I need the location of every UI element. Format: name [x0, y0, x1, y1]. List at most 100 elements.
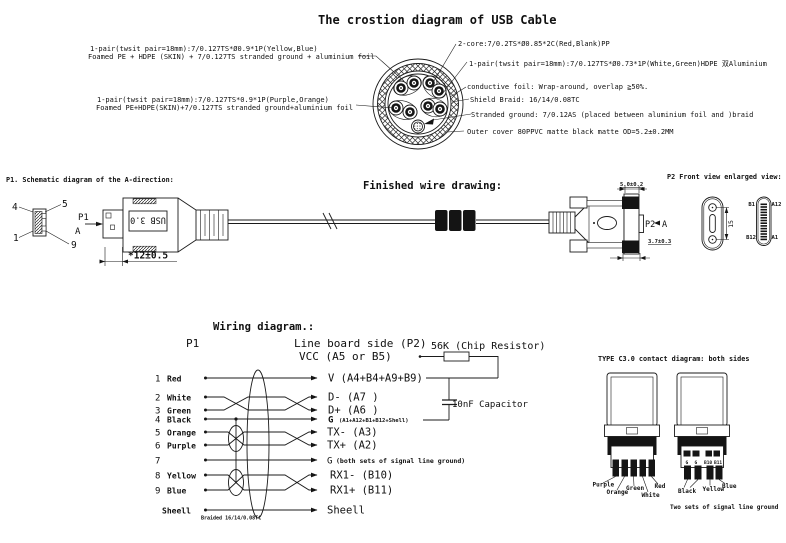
p2-front-view-section: P2 Front view enlarged view: 15	[667, 173, 782, 251]
p1-schematic-section: P1. Schematic diagram of the A-direction…	[6, 176, 229, 266]
wiring-lines	[204, 369, 318, 519]
pin-green-label: Green	[626, 485, 644, 492]
wire-start-dots	[204, 376, 207, 512]
wire-num: 6	[155, 442, 160, 452]
p2-front-pin-strip: B1 A12 B12 A1	[746, 196, 782, 246]
label-pair-white-green: 1-pair(twsit pair=18mm):7/0.127TS*Ø0.73*…	[469, 60, 767, 68]
wire-signal: Sheell	[327, 505, 365, 517]
leader-2core	[430, 43, 457, 87]
wire-pair-white-green	[422, 75, 447, 99]
leader-conductive-foil	[449, 86, 467, 98]
wiring-p1-header: P1	[186, 337, 199, 350]
wiring-diagram-section: Wiring diagram.: P1 Line board side (P2)…	[155, 321, 545, 522]
typec-left-pins	[612, 459, 655, 477]
label-pair-purple-orange-2: Foamed PE+HDPE(SKIN)+7/0.127TS stranded …	[96, 104, 353, 112]
pin-5-label: 5	[62, 199, 68, 210]
wire-signal: TX- (A3)	[327, 427, 378, 439]
typec-connector-right: G G B10 B11 Black Yellow Blue	[674, 372, 737, 495]
p2-dim-bottom: 3.7±0.3	[610, 239, 671, 261]
p2-screw-bottom	[569, 239, 639, 253]
leader-purple-orange	[355, 104, 395, 109]
braid-label: Braided 16/14/0.08TC	[201, 516, 261, 522]
pin-a12-label: A12	[772, 202, 782, 208]
wire-signal: D- (A7 )	[328, 392, 379, 404]
wire-num: 7	[155, 457, 160, 467]
mark-g2-label: G	[695, 460, 698, 466]
p2-front-shell	[701, 196, 724, 251]
typec-section: TYPE C3.0 contact diagram: both sides Pu…	[593, 355, 779, 511]
wire-signal: G	[328, 416, 333, 426]
pin-black-label: Black	[678, 488, 696, 495]
mark-b10-label: B10	[704, 460, 712, 466]
label-2core: 2-core:7/0.2TS*Ø0.85*2C(Red,Blank)PP	[458, 40, 610, 48]
pin-a1-label: A1	[772, 235, 779, 241]
wire-color: Blue	[167, 487, 186, 496]
p2-dim-bottom-text: 3.7±0.3	[648, 239, 671, 245]
leader-shield-braid	[451, 98, 470, 103]
pin-purple-label: Purple	[593, 482, 615, 489]
wire-signal-note: (A1+A12+B1+B12+Shell)	[339, 418, 409, 424]
p2-front-dim-text: 15	[727, 220, 735, 228]
pin-b1-label: B1	[748, 202, 755, 208]
wire-num: 4	[155, 416, 160, 426]
wire-num: 3	[155, 407, 160, 417]
pin-yellow-label: Yellow	[703, 486, 725, 493]
usb-a-dimension: *12±0.5	[99, 247, 177, 266]
usb-a-strain-relief	[195, 209, 229, 241]
leader-outer-cover	[446, 130, 465, 133]
wire-color: Green	[167, 407, 191, 416]
p2-arrow-head	[654, 220, 660, 226]
stranded-ground-arrow	[424, 118, 434, 125]
wiring-p2-header: Line board side (P2)	[294, 337, 426, 350]
typec-title: TYPE C3.0 contact diagram: both sides	[598, 355, 749, 363]
label-pair-yellow-blue-2: Foamed PE + HDPE (SKIN) + 7/0.127TS stra…	[88, 53, 375, 61]
wire-pair-red-blank	[420, 97, 448, 118]
p1-arrow-head	[96, 221, 103, 227]
wiring-vcc-label: VCC (A5 or B5)	[299, 350, 392, 363]
cable-break-mark	[322, 212, 338, 230]
wire-num: 5	[155, 429, 160, 439]
wire-signal: V (A4+B4+A9+B9)	[328, 373, 423, 385]
a-direction-label: A	[75, 227, 81, 237]
typec-right-pins	[684, 465, 723, 480]
p2-label: P2	[645, 220, 655, 230]
wire-color: Purple	[167, 442, 196, 451]
wire-num: 2	[155, 394, 160, 404]
p1-label: P1	[78, 213, 89, 223]
label-outer-cover: Outer cover 80PPVC matte black matte OD=…	[467, 128, 674, 136]
wire-color: White	[167, 393, 191, 403]
p2-screw-top	[569, 196, 639, 209]
p1-section-title: P1. Schematic diagram of the A-direction…	[6, 176, 174, 184]
mini-connector-front: 4 5 1 9	[12, 199, 77, 251]
p2-dim-top-text: 5.0±0.2	[620, 182, 643, 188]
wire-signal: RX1- (B10)	[330, 470, 393, 482]
ferrite-bead	[435, 210, 476, 231]
cross-section-drawing	[355, 43, 472, 150]
wire-signal: RX1+ (B11)	[330, 485, 393, 497]
leader-stranded-ground	[432, 113, 472, 121]
label-shield-braid: Shield Braid: 16/14/0.08TC	[470, 96, 580, 104]
label-pair-yellow-blue-1: 1-pair(twsit pair=18mm):7/0.127TS*Ø0.9*1…	[90, 45, 318, 53]
wire-num: 9	[155, 487, 160, 497]
pin-4-label: 4	[12, 202, 18, 213]
usb-logo-box	[128, 210, 168, 232]
overall-braid-ellipse	[246, 369, 270, 519]
rc-network: 10nF Capacitor	[418, 351, 528, 421]
pin-1-label: 1	[13, 233, 19, 244]
wire-signal: G	[327, 457, 332, 467]
finished-wire-title: Finished wire drawing:	[363, 180, 502, 192]
wire-color: Sheell	[162, 507, 191, 516]
wiring-title: Wiring diagram.:	[213, 321, 314, 333]
typec-connector-left: Purple Orange Green White Red	[593, 372, 666, 499]
wire-pair-purple-orange	[388, 100, 418, 120]
stranded-ground-wire	[411, 119, 425, 134]
finished-wire-section: Finished wire drawing:	[228, 180, 553, 231]
wire-signal-note: (both sets of signal line ground)	[336, 457, 465, 465]
p2-back-view: 5.0±0.2 P2 A 3.7±0.3	[548, 182, 671, 261]
resistor-label: 56K (Chip Resistor)	[431, 341, 545, 352]
pin-b12-label: B12	[746, 235, 756, 241]
cross-section-labels: 1-pair(twsit pair=18mm):7/0.127TS*Ø0.9*1…	[88, 40, 767, 136]
mark-b11-label: B11	[714, 460, 722, 466]
